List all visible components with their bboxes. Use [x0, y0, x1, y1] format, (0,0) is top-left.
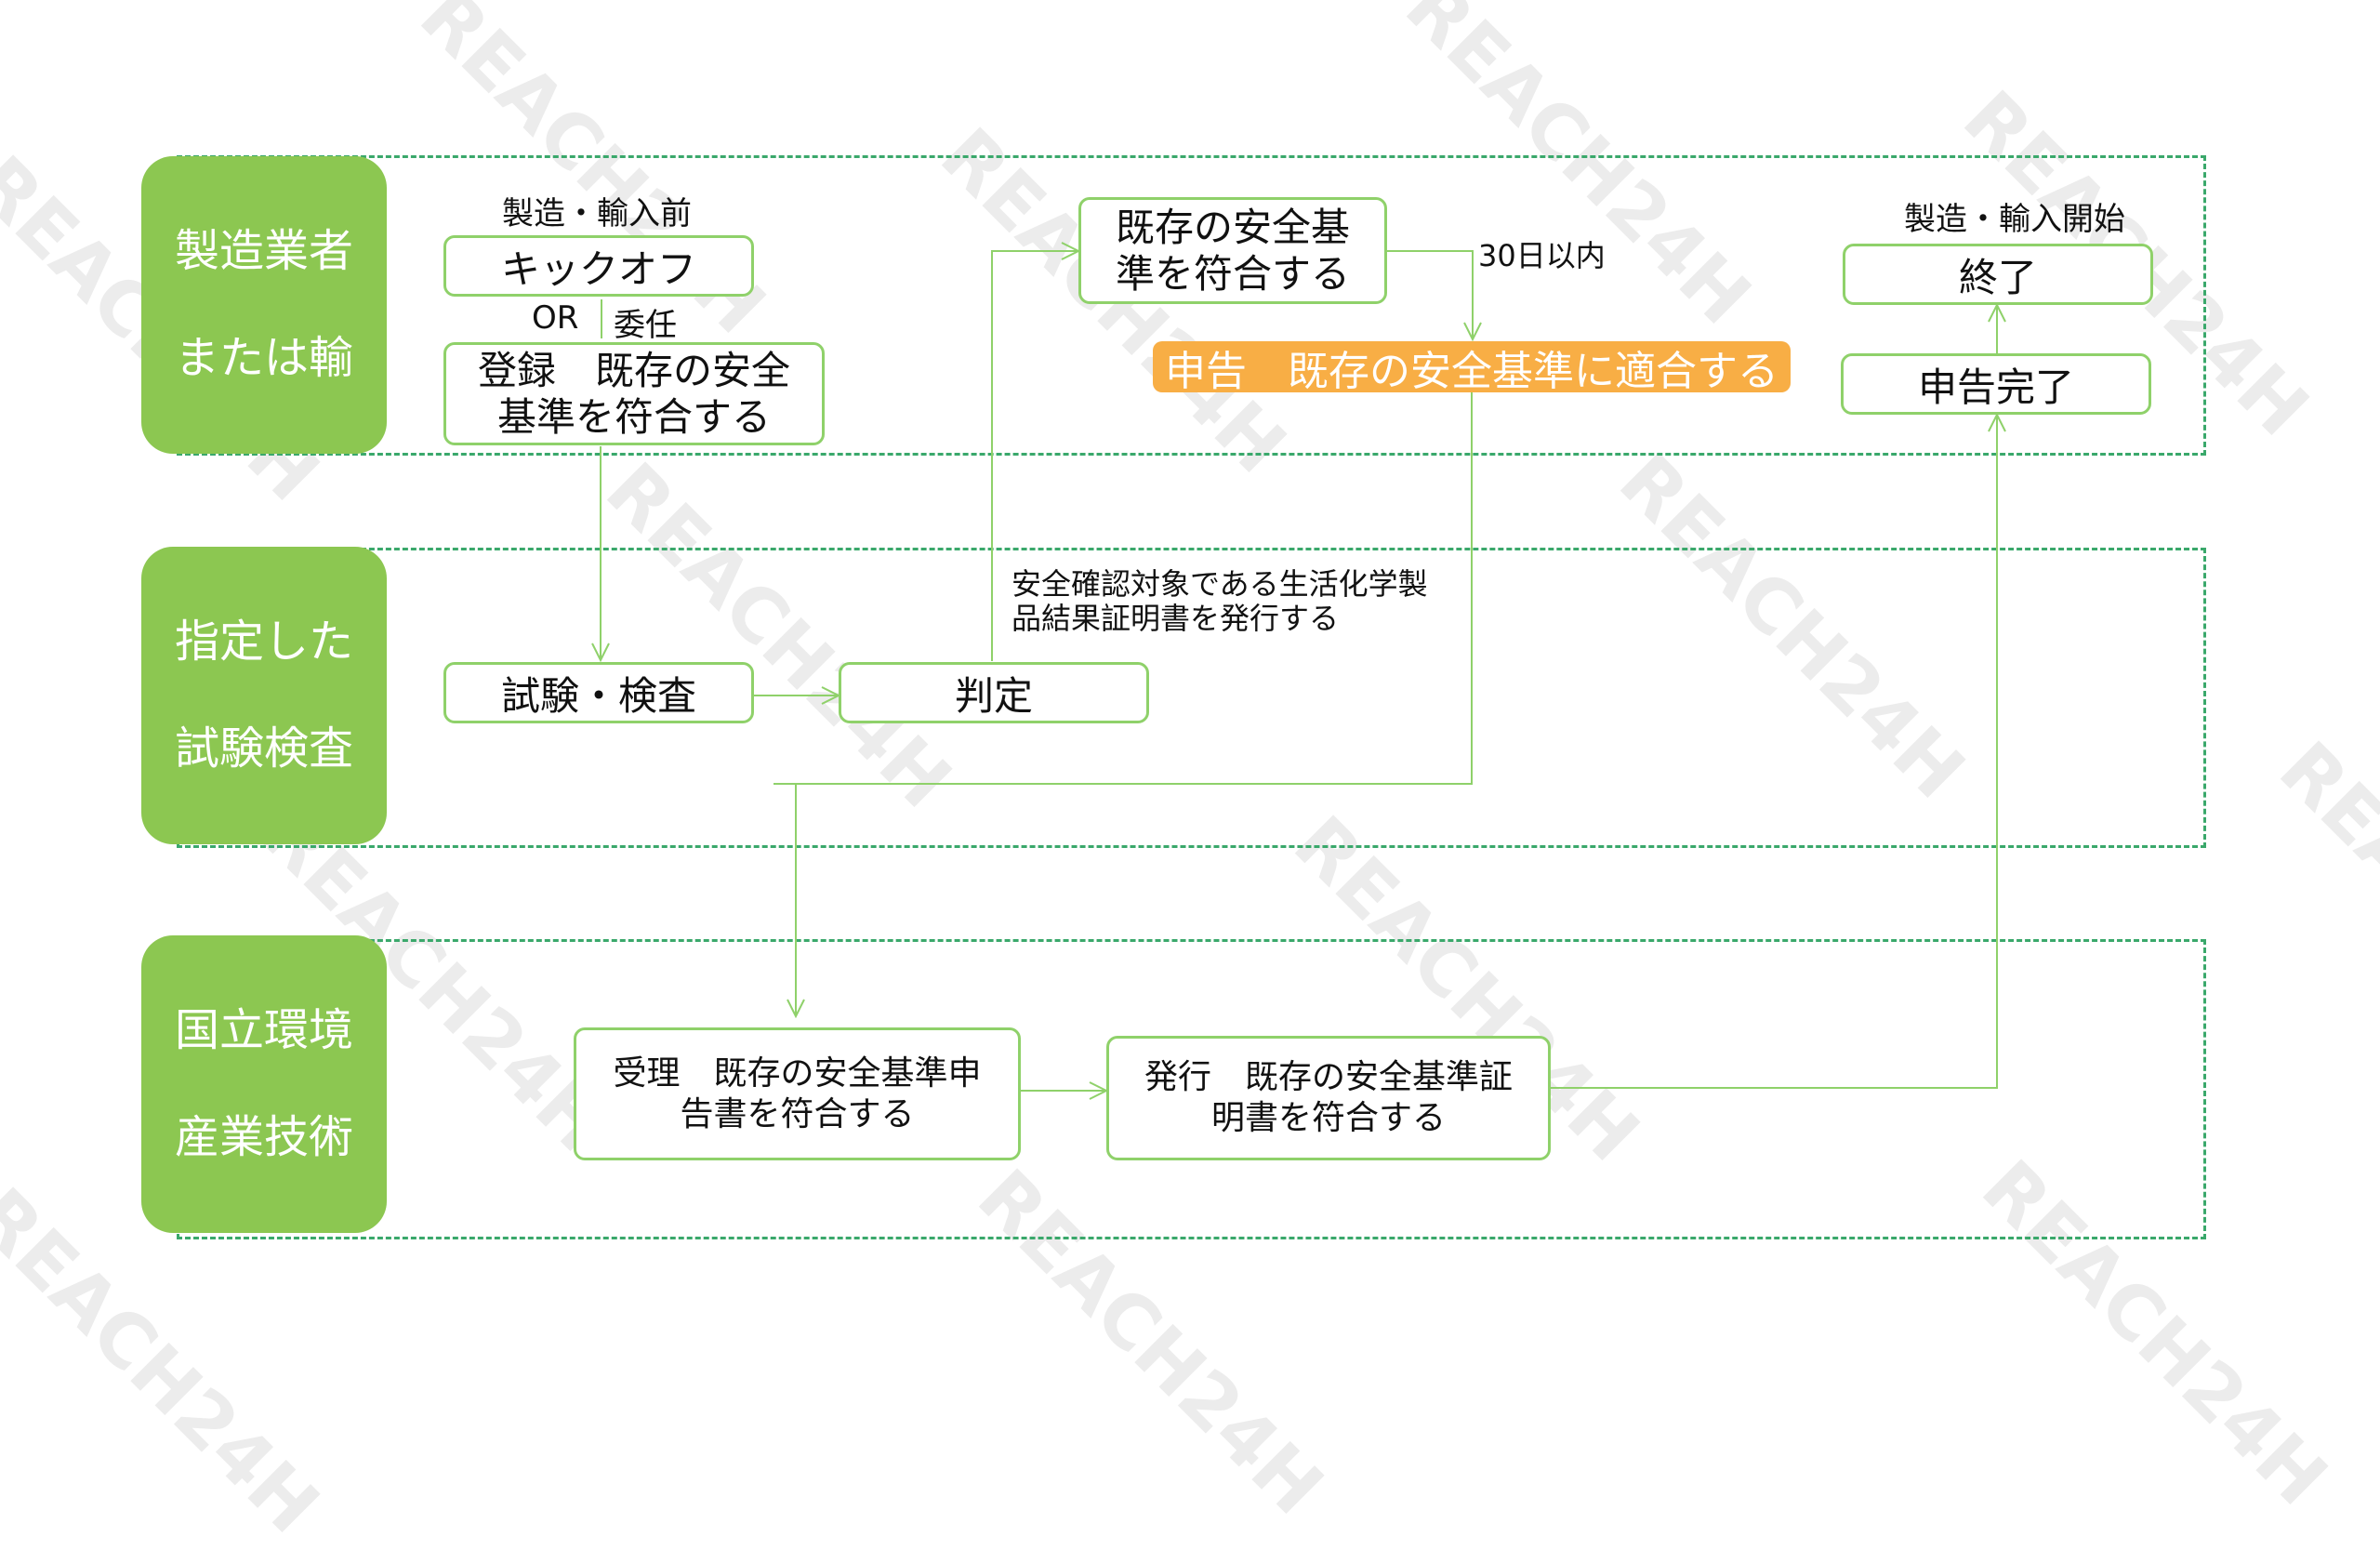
step-label: 登録 既存の安全 — [477, 347, 790, 393]
lane-label-line: 産業技術 — [174, 1111, 353, 1163]
note-within-30-days: 30日以内 — [1478, 238, 1606, 273]
lane-label-line: 指定した — [174, 616, 353, 668]
lane-label-nite: 国立環境 産業技術 — [141, 935, 387, 1233]
note-or: OR — [532, 299, 579, 337]
step-register: 登録 既存の安全 基準を符合する — [443, 342, 825, 445]
arrow-judge-to-existing — [991, 251, 1078, 661]
note-entrust: 委任 — [614, 307, 677, 344]
step-declaration-complete: 申告完了 — [1841, 353, 2151, 415]
lane-label-manufacturer: 製造業者 または輸 — [141, 156, 387, 454]
step-kickoff: キックオフ — [443, 235, 754, 297]
step-label: 終了 — [1958, 254, 2037, 300]
step-label: 発行 既存の安全基準証 — [1144, 1058, 1513, 1096]
lane-label-line: 製造業者 — [174, 225, 353, 277]
step-existing-standard: 既存の安全基 準を符合する — [1078, 197, 1387, 304]
lane-label-line: 試験検査 — [174, 722, 353, 775]
arrow-existing-to-declare — [1387, 250, 1473, 339]
step-label: 基準を符合する — [496, 393, 771, 440]
step-issue: 発行 既存の安全基準証 明書を符合する — [1106, 1036, 1551, 1160]
step-label: 判定 — [954, 672, 1033, 719]
step-judgement: 判定 — [839, 662, 1149, 723]
step-declare-highlight: 申告 既存の安全基準に適合する — [1153, 341, 1791, 395]
step-label: 告書を符合する — [680, 1094, 915, 1133]
lane-label-line: 国立環境 — [174, 1004, 353, 1056]
step-label: 試験・検査 — [500, 672, 696, 719]
lane-label-testing-body: 指定した 試験検査 — [141, 547, 387, 844]
step-test-inspection: 試験・検査 — [443, 662, 754, 723]
arrow-issue-to-done — [1551, 415, 1997, 1089]
step-label: 受理 既存の安全基準申 — [613, 1053, 982, 1093]
or-divider — [601, 299, 602, 338]
step-receive: 受理 既存の安全基準申 告書を符合する — [574, 1027, 1021, 1160]
step-label: キックオフ — [500, 245, 696, 292]
step-label: 準を符合する — [1115, 250, 1350, 297]
step-label: 申告完了 — [1917, 364, 2074, 410]
note-before-import: 製造・輸入前 — [502, 195, 692, 232]
step-end: 終了 — [1843, 244, 2153, 305]
step-label: 明書を符合する — [1210, 1099, 1446, 1137]
note-cert-issue-line1: 安全確認対象である生活化学製 — [1012, 566, 1428, 602]
arrow-declare-to-receive — [796, 392, 1473, 1016]
lane-label-line: または輸 — [174, 332, 353, 384]
note-start-import: 製造・輸入開始 — [1904, 201, 2125, 238]
step-label: 申告 既存の安全基準に適合する — [1165, 347, 1778, 395]
flow-connectors — [0, 0, 2380, 1339]
note-cert-issue-line2: 品結果証明書を発行する — [1012, 601, 1340, 636]
step-label: 既存の安全基 — [1115, 204, 1350, 250]
